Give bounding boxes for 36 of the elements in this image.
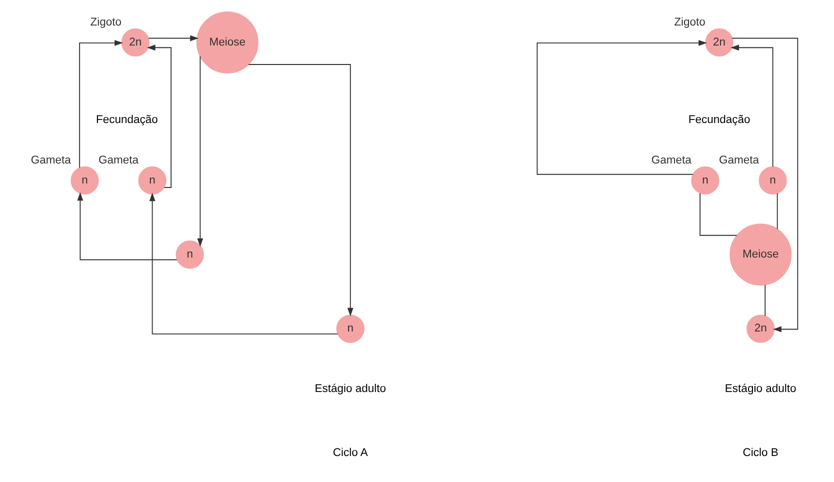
arrow	[248, 64, 353, 316]
node-circle: n	[175, 240, 204, 269]
node-circle: n	[336, 314, 364, 343]
node-label: Gameta	[718, 154, 759, 167]
node-circle: n	[138, 166, 166, 195]
arrow	[196, 56, 203, 247]
node-circle: 2n	[120, 28, 149, 57]
label: Fecundação	[688, 114, 750, 126]
label: Ciclo A	[332, 447, 368, 460]
node-circle: n	[690, 166, 719, 195]
arrow	[148, 35, 198, 42]
connector	[776, 192, 778, 230]
node-circle: n	[70, 166, 98, 195]
arrow	[148, 192, 338, 334]
label: Estágio adulto	[724, 383, 796, 396]
node-circle: 2n	[704, 28, 733, 57]
arrow	[146, 44, 172, 188]
node-label: Gameta	[650, 154, 691, 167]
node-label: Gameta	[98, 154, 138, 167]
node-circle: Meiose	[196, 11, 258, 74]
label: Ciclo B	[742, 447, 778, 460]
node-label: Gameta	[30, 154, 70, 167]
arrow	[76, 192, 177, 260]
label: Estágio adulto	[314, 383, 386, 396]
connector	[764, 284, 766, 316]
node-circle: n	[758, 166, 786, 195]
arrow	[730, 44, 773, 168]
label: Fecundação	[96, 114, 158, 126]
arrow	[536, 40, 707, 175]
connector	[699, 192, 737, 236]
arrow	[731, 38, 798, 332]
node-label: Zigoto	[674, 16, 705, 29]
node-circle: 2n	[746, 314, 774, 343]
arrow	[78, 40, 123, 168]
node-label: Zigoto	[90, 16, 121, 29]
node-circle: Meiose	[729, 224, 792, 286]
